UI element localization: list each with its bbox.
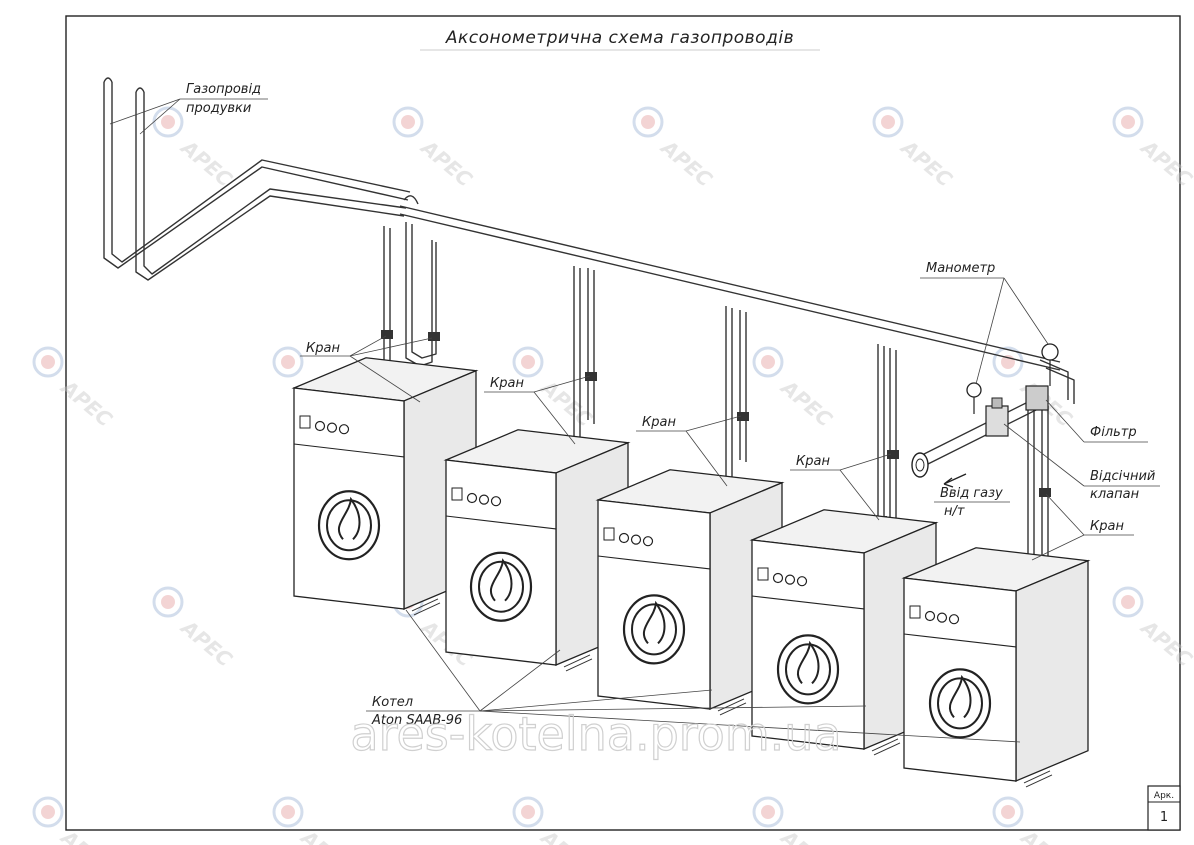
flame-emblem-icon xyxy=(469,551,533,622)
brand-logo-watermark: АРЕС xyxy=(392,106,477,192)
svg-text:АРЕС: АРЕС xyxy=(535,824,597,845)
svg-text:АРЕС: АРЕС xyxy=(55,374,117,431)
label-manometer: Манометр xyxy=(926,261,995,276)
svg-text:АРЕС: АРЕС xyxy=(775,374,837,431)
brand-logo-watermark: АРЕС xyxy=(872,106,957,192)
inlet-flange xyxy=(911,452,929,478)
control-panel xyxy=(757,567,808,587)
control-panel xyxy=(299,415,350,435)
flame-emblem-icon xyxy=(622,594,686,665)
label-valve-4: Кран xyxy=(796,454,830,469)
shutoff-valve xyxy=(985,405,1009,437)
watermark-url: ares-kotelna.prom.ua xyxy=(350,707,841,761)
brand-logo-watermark: АРЕС xyxy=(1112,586,1194,672)
boilers xyxy=(291,357,1091,788)
control-panel xyxy=(603,527,654,547)
valve-icon xyxy=(887,450,899,459)
valve-icon xyxy=(381,330,393,339)
brand-logo-watermark: АРЕС xyxy=(32,346,117,432)
brand-logo-watermark: АРЕС xyxy=(752,796,837,845)
label-gas-inlet-line1: Ввід газу xyxy=(940,486,1003,501)
svg-text:АРЕС: АРЕС xyxy=(1135,614,1194,671)
svg-text:АРЕС: АРЕС xyxy=(655,134,717,191)
brand-logo-watermark: АРЕС xyxy=(152,106,237,192)
brand-logo-watermark: АРЕС xyxy=(752,346,837,432)
main-gas-header xyxy=(399,195,1075,404)
svg-text:АРЕС: АРЕС xyxy=(415,134,477,191)
valve-icon xyxy=(585,372,597,381)
valve-icon xyxy=(1039,488,1051,497)
diagram-title: Аксонометрична схема газопроводів xyxy=(445,28,794,48)
flame-emblem-icon xyxy=(776,634,840,705)
manometer-icon xyxy=(1041,343,1059,361)
label-boiler-line1: Котел xyxy=(372,695,413,710)
brand-logo-watermark: АРЕС xyxy=(512,796,597,845)
purge-pipes xyxy=(103,77,411,281)
flame-emblem-icon xyxy=(928,668,992,739)
label-gas-inlet-line2: н/т xyxy=(944,504,965,519)
label-shutoff-line2: клапан xyxy=(1090,487,1140,502)
gas-inlet-assembly xyxy=(911,343,1059,488)
stamp-sheet-number: 1 xyxy=(1160,810,1168,825)
label-valve-3: Кран xyxy=(642,415,676,430)
filter xyxy=(1025,385,1049,411)
brand-logo-watermark: АРЕС xyxy=(1112,106,1194,192)
brand-logo-watermark: АРЕС xyxy=(992,796,1077,845)
svg-text:АРЕС: АРЕС xyxy=(175,134,237,191)
labels: Газопровід продувки Кран Кран Кран Кран … xyxy=(109,82,1160,743)
control-panel xyxy=(451,487,502,507)
svg-text:АРЕС: АРЕС xyxy=(175,614,237,671)
gas-inlet-arrow xyxy=(943,473,967,488)
sheet-stamp: Арк. 1 xyxy=(1147,785,1181,831)
svg-text:АРЕС: АРЕС xyxy=(895,134,957,191)
label-valve-1: Кран xyxy=(306,341,340,356)
manometer-icon xyxy=(966,382,982,398)
valve-icon xyxy=(737,412,749,421)
brand-logo-watermark: АРЕС xyxy=(272,796,357,845)
label-purge-line1: Газопровід xyxy=(186,82,261,97)
flame-emblem-icon xyxy=(317,490,381,561)
control-panel xyxy=(909,605,960,625)
svg-text:АРЕС: АРЕС xyxy=(295,824,357,845)
boiler-unit xyxy=(901,547,1091,788)
label-valve-2: Кран xyxy=(490,376,524,391)
brand-logo-watermark: АРЕС xyxy=(152,586,237,672)
brand-logo-watermark: АРЕС xyxy=(32,796,117,845)
label-valve-5: Кран xyxy=(1090,519,1124,534)
label-boiler-line2: Aton SAAB-96 xyxy=(371,713,462,728)
valve-icon xyxy=(428,332,440,341)
brand-logo-watermark: АРЕС xyxy=(632,106,717,192)
svg-text:АРЕС: АРЕС xyxy=(775,824,837,845)
drawing-frame xyxy=(65,15,1181,831)
label-filter: Фільтр xyxy=(1090,425,1137,440)
svg-text:АРЕС: АРЕС xyxy=(1135,134,1194,191)
svg-text:АРЕС: АРЕС xyxy=(55,824,117,845)
svg-text:АРЕС: АРЕС xyxy=(1015,824,1077,845)
label-shutoff-line1: Відсічний xyxy=(1090,469,1155,484)
stamp-label: Арк. xyxy=(1154,791,1174,801)
label-purge-line2: продувки xyxy=(186,101,251,116)
